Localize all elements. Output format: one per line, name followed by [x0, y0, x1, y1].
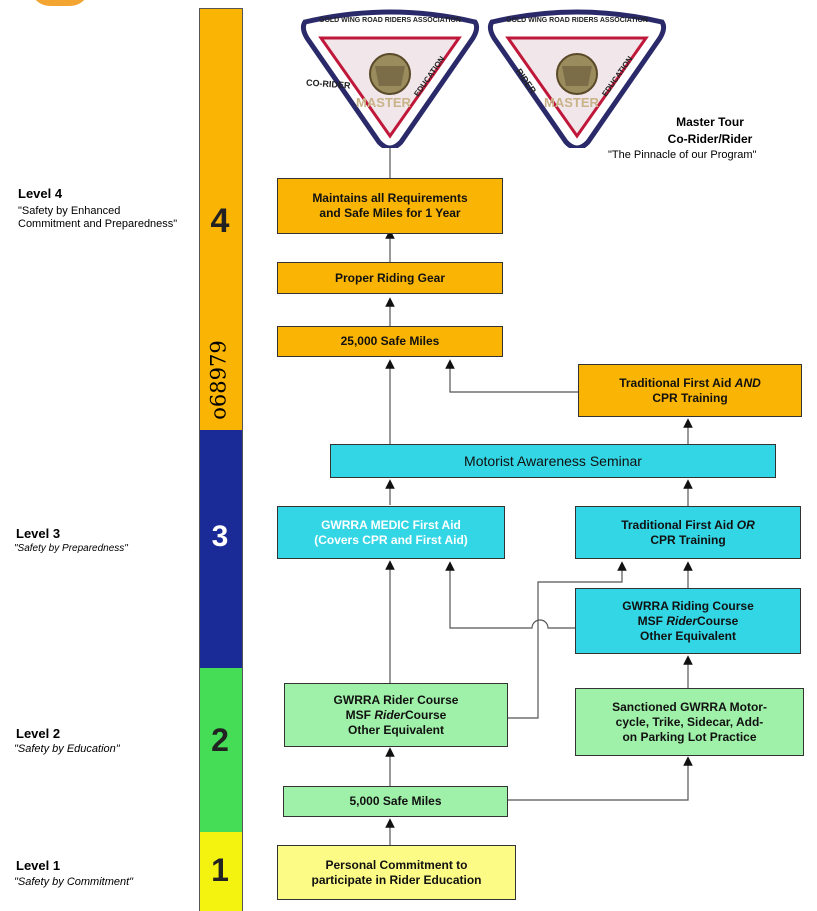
gwrra-medic-first-aid-box: GWRRA MEDIC First Aid(Covers CPR and Fir… [277, 506, 505, 559]
badge-1-arc-text: GOLD WING ROAD RIDERS ASSOCIATION [319, 17, 461, 24]
master-tour-subtitle: Co-Rider/Rider [667, 132, 753, 146]
badge-1-bottom-text: MASTER [356, 95, 411, 110]
level-4-title: Level 4 [18, 186, 63, 201]
rider-master-badge [487, 9, 667, 148]
logo-fragment [30, 0, 90, 6]
safe-miles-5000-box: 5,000 Safe Miles [283, 786, 508, 817]
proper-riding-gear-box: Proper Riding Gear [277, 262, 503, 294]
level-4-subtitle: "Safety by Enhanced Commitment and Prepa… [18, 205, 178, 230]
master-tour-title: Master Tour [676, 115, 744, 129]
level-1-bar [199, 832, 243, 911]
level-4-bar [199, 8, 243, 431]
level-3-bar [199, 430, 243, 668]
motorist-awareness-seminar-box: Motorist Awareness Seminar [330, 444, 776, 478]
level-1-subtitle: "Safety by Commitment" [14, 876, 134, 888]
level-2-bar [199, 668, 243, 832]
safe-miles-25000-box: 25,000 Safe Miles [277, 326, 503, 357]
level-1-title: Level 1 [16, 858, 61, 873]
level-2-subtitle: "Safety by Education" [14, 743, 120, 755]
level-3-title: Level 3 [16, 526, 61, 541]
level-3-subtitle: "Safety by Preparedness" [14, 543, 128, 554]
badge-2-arc-text: GOLD WING ROAD RIDERS ASSOCIATION [506, 17, 648, 24]
co-rider-master-badge [300, 9, 480, 148]
level-2-number: 2 [211, 722, 229, 758]
master-tour-tagline: "The Pinnacle of our Program" [608, 149, 757, 161]
badge-2-bottom-text: MASTER [544, 95, 599, 110]
sanctioned-parking-lot-practice-box: Sanctioned GWRRA Motor-cycle, Trike, Sid… [575, 688, 804, 756]
level-3-number: 3 [211, 520, 229, 553]
level-2-title: Level 2 [16, 726, 61, 741]
level-1-number: 1 [211, 852, 229, 888]
level-4-number: 4 [210, 202, 230, 240]
